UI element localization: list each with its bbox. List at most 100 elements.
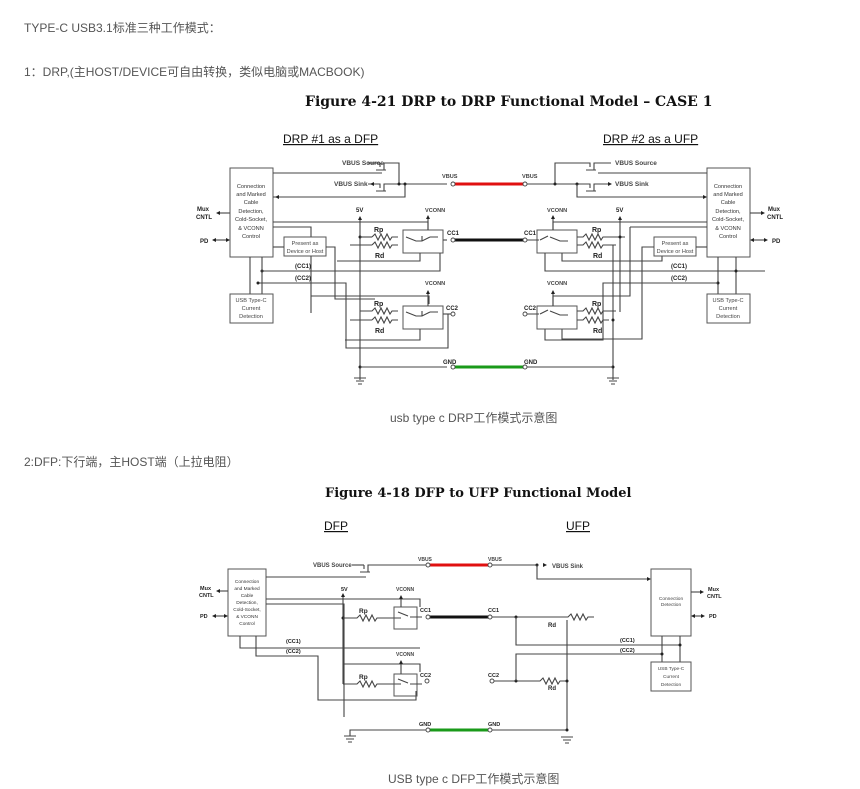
svg-text:PD: PD <box>772 239 781 245</box>
svg-text:Detection: Detection <box>661 602 682 608</box>
svg-text:PD: PD <box>200 614 208 620</box>
drp1-current-detect-box <box>229 293 274 324</box>
svg-text:Present as: Present as <box>292 241 319 247</box>
svg-text:Rd: Rd <box>548 623 556 629</box>
svg-text:Rd: Rd <box>593 328 602 335</box>
section-dfp: DFP <box>324 519 348 533</box>
svg-text:Detection: Detection <box>239 314 263 320</box>
svg-text:Detection,: Detection, <box>238 209 264 215</box>
svg-text:VCONN: VCONN <box>547 208 567 214</box>
svg-text:(CC1): (CC1) <box>671 264 687 270</box>
svg-text:PD: PD <box>709 614 717 620</box>
svg-text:Present as: Present as <box>662 241 689 247</box>
svg-text:Detection,: Detection, <box>236 600 258 606</box>
svg-text:5V: 5V <box>616 208 623 214</box>
svg-text:Rd: Rd <box>593 253 602 260</box>
mode2-heading: 2:DFP:下行端，主HOST端（上拉电阻） <box>24 455 239 469</box>
ufp-current-detect-box <box>650 661 692 692</box>
drp1-vbus-source-label: VBUS Source <box>342 160 384 167</box>
svg-text:Mux: Mux <box>708 587 720 593</box>
section-drp2-ufp: DRP #2 as a UFP <box>603 132 698 146</box>
figure-4-21-title: Figure 4-21 DRP to DRP Functional Model … <box>305 94 713 110</box>
svg-text:Rp: Rp <box>592 227 601 234</box>
svg-text:& VCONN: & VCONN <box>715 226 741 232</box>
svg-text:Device or Host: Device or Host <box>657 249 694 255</box>
drp1-left-circuit: Connection and Marked Cable Detection, C… <box>196 160 460 385</box>
svg-text:VBUS Source: VBUS Source <box>313 563 352 569</box>
svg-text:VBUS: VBUS <box>488 557 503 563</box>
svg-text:Cold-Socket,: Cold-Socket, <box>712 217 744 223</box>
svg-text:5V: 5V <box>341 587 348 593</box>
drp2-control-box <box>706 167 751 258</box>
svg-text:Control: Control <box>242 234 260 240</box>
drp1-vbus-sink-label: VBUS Sink <box>334 181 368 188</box>
svg-text:USB Type-C: USB Type-C <box>713 298 744 304</box>
intro-text: TYPE-C USB3.1标准三种工作模式： <box>24 21 221 35</box>
svg-text:(CC1): (CC1) <box>286 639 301 645</box>
svg-text:(CC1): (CC1) <box>620 638 635 644</box>
svg-text:5V: 5V <box>356 208 363 214</box>
svg-text:CC1: CC1 <box>420 608 431 614</box>
figure-4-18-title: Figure 4-18 DFP to UFP Functional Model <box>325 486 632 501</box>
svg-text:VBUS Sink: VBUS Sink <box>552 564 584 570</box>
svg-text:USB Type-C: USB Type-C <box>236 298 267 304</box>
dfp-left-circuit: Connection and Marked Cable Detection, C… <box>199 563 431 743</box>
dfp-caption: USB type c DFP工作模式示意图 <box>388 772 560 786</box>
svg-text:Cold-Socket,: Cold-Socket, <box>235 217 267 223</box>
svg-text:CC1: CC1 <box>488 608 499 614</box>
svg-text:CC2: CC2 <box>524 306 537 312</box>
svg-text:VCONN: VCONN <box>396 587 414 593</box>
svg-text:Rp: Rp <box>374 227 383 234</box>
svg-text:Cable: Cable <box>241 593 254 599</box>
svg-text:CC2: CC2 <box>446 306 459 312</box>
svg-text:Current: Current <box>242 306 261 312</box>
svg-text:Rp: Rp <box>359 608 368 615</box>
svg-text:VBUS: VBUS <box>522 174 538 180</box>
section-drp1-dfp: DRP #1 as a DFP <box>283 132 378 146</box>
dfp-control-box <box>227 568 267 637</box>
svg-text:Connection: Connection <box>237 184 265 190</box>
svg-text:Rd: Rd <box>548 686 556 692</box>
svg-text:Detection,: Detection, <box>715 209 741 215</box>
drp2-right-circuit: Connection and Marked Cable Detection, C… <box>522 160 783 385</box>
svg-text:GND: GND <box>419 722 431 728</box>
svg-text:(CC2): (CC2) <box>620 648 635 654</box>
svg-text:Rp: Rp <box>592 301 601 308</box>
svg-text:& VCONN: & VCONN <box>238 226 264 232</box>
svg-text:Connection: Connection <box>235 579 260 585</box>
section-ufp: UFP <box>566 519 590 533</box>
svg-text:VBUS Source: VBUS Source <box>615 160 657 167</box>
svg-text:Mux: Mux <box>200 586 212 592</box>
svg-text:CC1: CC1 <box>524 231 537 237</box>
svg-text:CNTL: CNTL <box>199 593 214 599</box>
svg-text:Rp: Rp <box>359 674 368 681</box>
svg-text:Mux: Mux <box>768 207 781 213</box>
svg-text:(CC2): (CC2) <box>671 276 687 282</box>
svg-text:USB Type-C: USB Type-C <box>658 666 685 672</box>
svg-text:Detection: Detection <box>661 682 682 688</box>
svg-text:CC2: CC2 <box>488 673 499 679</box>
svg-text:VCONN: VCONN <box>396 652 414 658</box>
svg-text:Current: Current <box>719 306 738 312</box>
drp-caption: usb type c DRP工作模式示意图 <box>390 411 558 425</box>
drp1-mux-label: Mux <box>197 207 210 213</box>
svg-text:Rp: Rp <box>374 301 383 308</box>
svg-text:Connection: Connection <box>714 184 742 190</box>
svg-text:Rd: Rd <box>375 328 384 335</box>
svg-text:VCONN: VCONN <box>425 281 445 287</box>
ufp-right-circuit: VBUS Sink Connection Detection Mux CNTL … <box>488 563 722 744</box>
svg-text:and Marked: and Marked <box>234 586 260 592</box>
svg-text:Connection: Connection <box>659 596 684 602</box>
svg-text:CNTL: CNTL <box>767 215 783 221</box>
svg-text:CC1: CC1 <box>447 231 460 237</box>
svg-text:VCONN: VCONN <box>547 281 567 287</box>
drp1-control-box <box>229 167 274 258</box>
svg-text:Cable: Cable <box>721 200 736 206</box>
svg-text:GND: GND <box>524 360 538 366</box>
svg-text:Control: Control <box>719 234 737 240</box>
svg-text:(CC2): (CC2) <box>295 276 311 282</box>
svg-text:VBUS: VBUS <box>442 174 458 180</box>
svg-text:Detection: Detection <box>716 314 740 320</box>
drp1-cntl-label: CNTL <box>196 215 212 221</box>
